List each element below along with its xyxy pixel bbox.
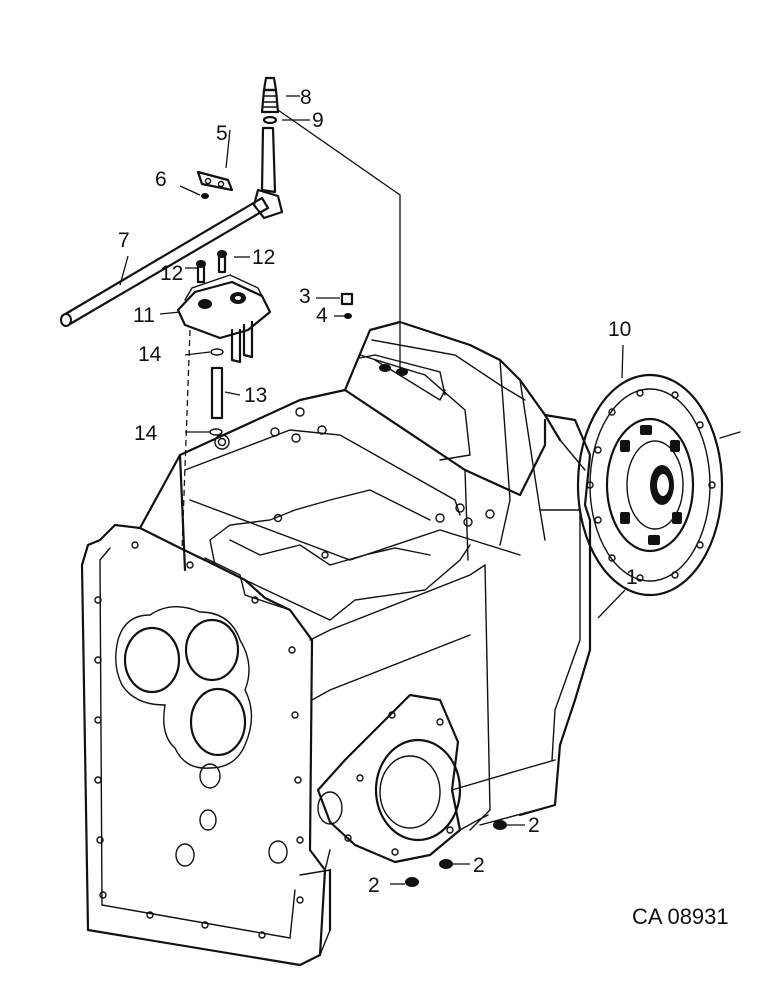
set-screw <box>201 193 209 199</box>
plate <box>196 170 234 192</box>
callout-3: 3 <box>299 285 311 308</box>
bracket <box>176 274 272 364</box>
callout-12-left: 12 <box>160 262 183 285</box>
callout-6: 6 <box>155 168 167 191</box>
callout-1: 1 <box>626 566 638 589</box>
callout-11: 11 <box>133 304 155 327</box>
callout-8: 8 <box>300 86 312 109</box>
plug <box>493 820 507 830</box>
o-ring <box>210 348 224 356</box>
friction-disc <box>576 373 741 597</box>
o-ring <box>209 428 223 436</box>
callout-10: 10 <box>608 318 631 341</box>
reference-code: CA 08931 <box>632 904 729 929</box>
bolt <box>196 260 206 284</box>
transmission-housing <box>80 320 592 967</box>
bolt <box>217 250 227 274</box>
callout-5: 5 <box>216 122 228 145</box>
washer <box>344 313 352 319</box>
leader-lines <box>119 95 626 885</box>
shift-shaft <box>210 366 224 420</box>
plug <box>405 877 419 887</box>
washer <box>262 115 278 125</box>
callout-2-right: 2 <box>528 814 540 837</box>
bolt <box>340 292 354 306</box>
callout-7: 7 <box>118 229 130 252</box>
callout-2-left: 2 <box>368 874 380 897</box>
callout-9: 9 <box>312 109 324 132</box>
callout-13: 13 <box>244 384 267 407</box>
callout-2-middle: 2 <box>473 854 485 877</box>
fitting-screw <box>260 76 280 114</box>
callout-14-upper: 14 <box>138 343 162 366</box>
plug <box>439 859 453 869</box>
shift-rod <box>60 126 284 327</box>
callout-4: 4 <box>316 304 328 327</box>
callout-14-lower: 14 <box>134 422 158 445</box>
callout-12-right: 12 <box>252 246 275 269</box>
